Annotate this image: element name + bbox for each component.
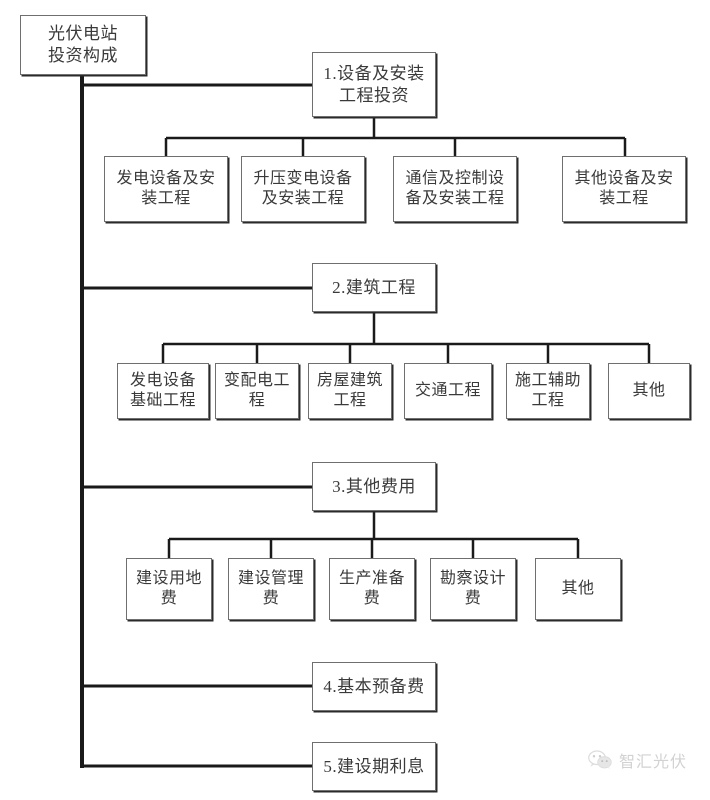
node-branch-2-line1: 2.建筑工程 bbox=[332, 277, 416, 297]
node-b2c3-line2: 工程 bbox=[333, 392, 367, 409]
node-branch-5[interactable]: 5.建设期利息 bbox=[312, 742, 436, 791]
node-b1c1-line2: 装工程 bbox=[141, 190, 191, 207]
node-b2c1[interactable]: 发电设备 基础工程 bbox=[117, 363, 209, 419]
node-branch-5-line1: 5.建设期利息 bbox=[323, 756, 425, 776]
node-b2c5[interactable]: 施工辅助 工程 bbox=[506, 363, 590, 419]
node-b3c2-line1: 建设管理 bbox=[237, 569, 304, 587]
node-b1c1[interactable]: 发电设备及安 装工程 bbox=[104, 156, 228, 222]
node-b3c4[interactable]: 勘察设计 费 bbox=[430, 558, 516, 620]
node-b1c3-line1: 通信及控制设 bbox=[405, 169, 505, 187]
node-branch-1[interactable]: 1.设备及安装 工程投资 bbox=[312, 52, 436, 117]
node-b1c2[interactable]: 升压变电设备 及安装工程 bbox=[241, 156, 365, 222]
node-branch-4-line1: 4.基本预备费 bbox=[323, 676, 425, 696]
node-b3c3[interactable]: 生产准备 费 bbox=[329, 558, 415, 620]
node-b3c1[interactable]: 建设用地 费 bbox=[126, 558, 212, 620]
node-b3c5[interactable]: 其他 bbox=[535, 558, 621, 620]
node-b1c2-line1: 升压变电设备 bbox=[253, 169, 353, 187]
wechat-icon bbox=[588, 750, 612, 770]
node-branch-3-line1: 3.其他费用 bbox=[332, 476, 416, 496]
node-b2c6-line1: 其他 bbox=[632, 381, 666, 399]
node-b2c6[interactable]: 其他 bbox=[608, 363, 690, 419]
node-b2c2-line1: 变配电工 bbox=[223, 371, 290, 389]
node-b2c3[interactable]: 房屋建筑 工程 bbox=[308, 363, 392, 419]
node-b3c2[interactable]: 建设管理 费 bbox=[228, 558, 314, 620]
node-b1c1-line1: 发电设备及安 bbox=[116, 169, 216, 187]
node-b1c3[interactable]: 通信及控制设 备及安装工程 bbox=[393, 156, 517, 222]
node-b2c2[interactable]: 变配电工 程 bbox=[215, 363, 299, 419]
node-b3c4-line2: 费 bbox=[464, 590, 482, 607]
node-b3c5-line1: 其他 bbox=[561, 579, 595, 597]
node-b3c1-line2: 费 bbox=[160, 590, 178, 607]
node-b2c4[interactable]: 交通工程 bbox=[404, 363, 492, 419]
node-b3c4-line1: 勘察设计 bbox=[439, 569, 506, 587]
node-branch-3[interactable]: 3.其他费用 bbox=[312, 462, 436, 511]
node-b1c4[interactable]: 其他设备及安 装工程 bbox=[562, 156, 686, 222]
node-branch-1-line2: 工程投资 bbox=[339, 85, 409, 105]
node-b3c3-line1: 生产准备 bbox=[338, 569, 405, 587]
node-b1c3-line2: 备及安装工程 bbox=[405, 190, 505, 207]
node-branch-1-line1: 1.设备及安装 bbox=[323, 63, 425, 83]
node-b2c5-line1: 施工辅助 bbox=[514, 371, 581, 389]
node-root[interactable]: 光伏电站 投资构成 bbox=[20, 15, 146, 75]
node-b2c3-line1: 房屋建筑 bbox=[316, 371, 383, 389]
node-b2c1-line2: 基础工程 bbox=[129, 392, 196, 409]
node-b1c4-line2: 装工程 bbox=[599, 190, 649, 207]
node-branch-2[interactable]: 2.建筑工程 bbox=[312, 263, 436, 312]
node-root-line1: 光伏电站 bbox=[48, 24, 118, 44]
node-b3c1-line1: 建设用地 bbox=[135, 569, 202, 587]
node-b3c3-line2: 费 bbox=[363, 590, 381, 607]
node-b2c2-line2: 程 bbox=[248, 392, 266, 409]
node-root-line2: 投资构成 bbox=[48, 46, 118, 65]
watermark: 智汇光伏 bbox=[588, 748, 687, 772]
node-b2c5-line2: 工程 bbox=[531, 392, 565, 409]
node-b1c2-line2: 及安装工程 bbox=[261, 190, 345, 207]
node-branch-4[interactable]: 4.基本预备费 bbox=[312, 662, 436, 711]
node-b1c4-line1: 其他设备及安 bbox=[574, 169, 674, 187]
node-b2c1-line1: 发电设备 bbox=[129, 371, 196, 389]
node-b2c4-line1: 交通工程 bbox=[414, 381, 481, 399]
watermark-text: 智汇光伏 bbox=[619, 754, 688, 771]
node-b3c2-line2: 费 bbox=[262, 590, 280, 607]
